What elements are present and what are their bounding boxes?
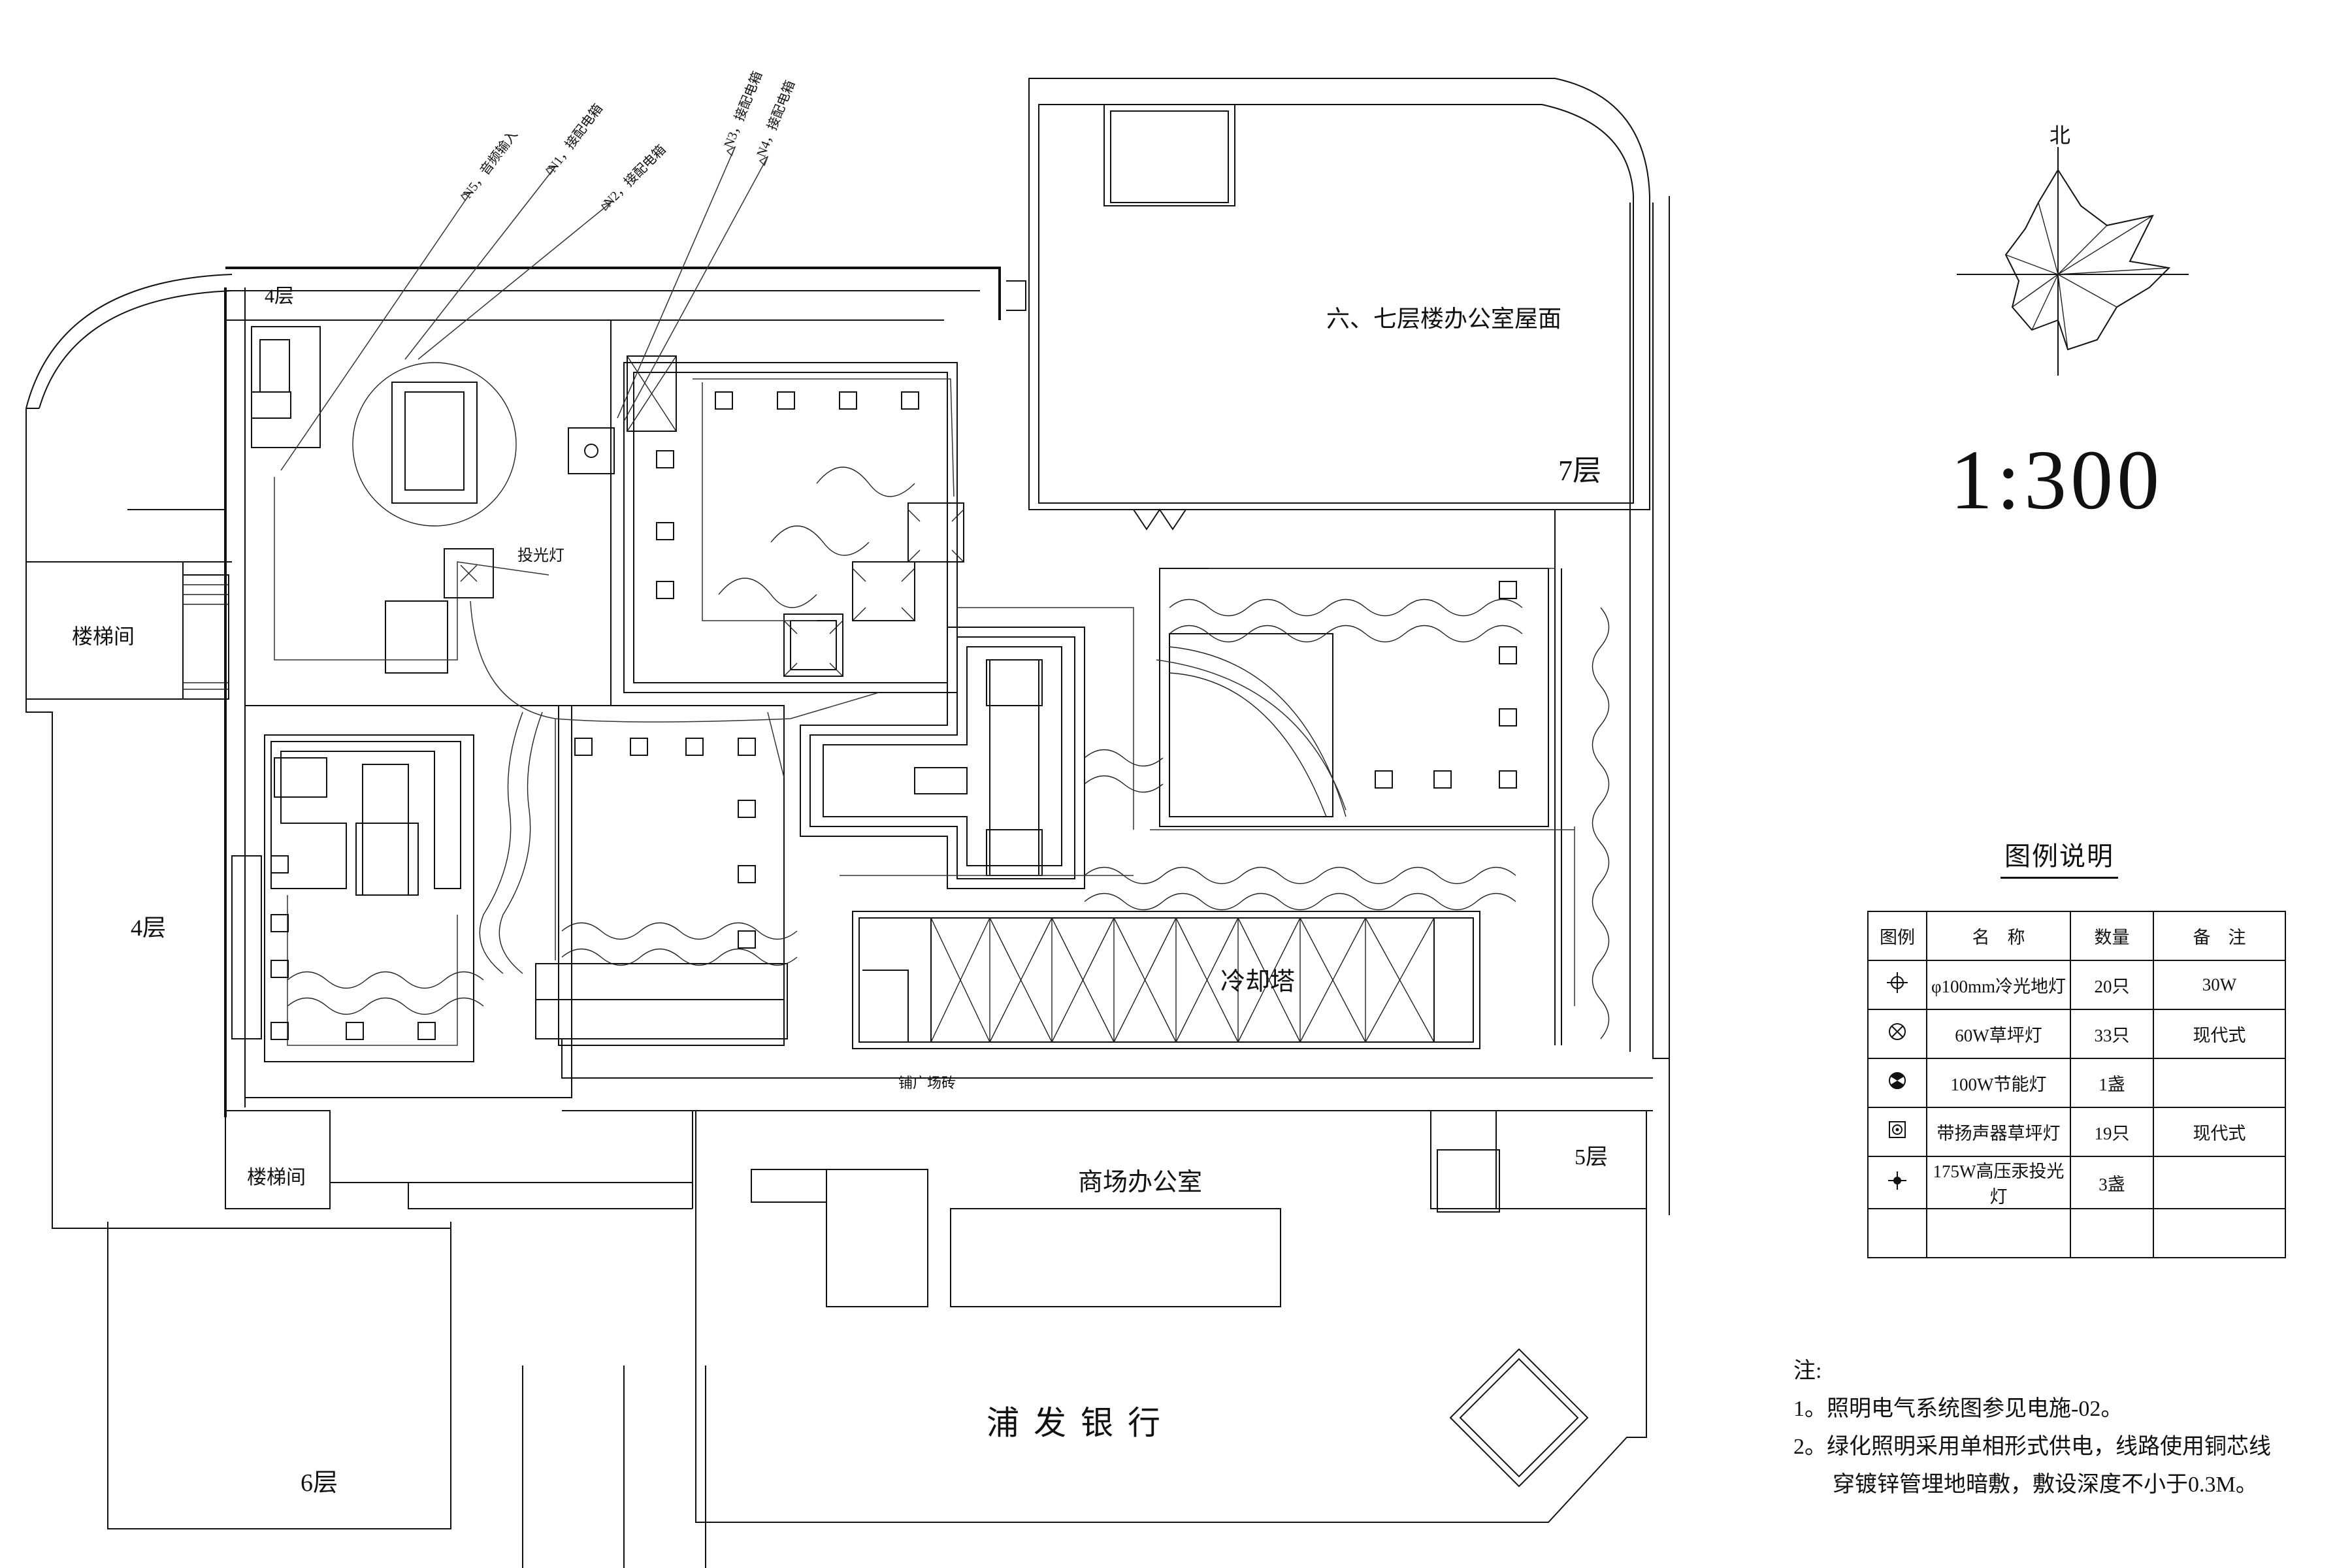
legend-empty-cell xyxy=(1926,1208,2071,1258)
legend-row-empty xyxy=(1867,1208,2286,1258)
stair-lower-label: 楼梯间 xyxy=(247,1167,306,1188)
plan-labels: 4层 4层 5层 6层 7层 楼梯间 楼梯间 六、七层楼办公室屋面 冷却塔 商场… xyxy=(72,69,1608,1497)
cooling-tower-cells xyxy=(930,917,1435,1043)
paving-label: 铺广场砖 xyxy=(898,1075,956,1091)
legend-qty: 20只 xyxy=(2070,960,2154,1010)
circuit-feeders xyxy=(274,146,1575,1046)
legend-qty: 1盏 xyxy=(2070,1058,2154,1108)
office-roof-block xyxy=(1006,78,1650,531)
legend-note: 现代式 xyxy=(2153,1107,2286,1157)
legend-note: 现代式 xyxy=(2153,1009,2286,1059)
circuit-n1-label: N1，接配电箱 xyxy=(545,101,606,175)
legend-name: φ100mm冷光地灯 xyxy=(1926,960,2071,1010)
compass-rose: 北 xyxy=(1957,123,2189,376)
bank-label: 浦发银行 xyxy=(987,1405,1175,1441)
floor-6-label: 6层 xyxy=(301,1469,338,1497)
legend-row: 175W高压汞投光灯 3盏 xyxy=(1867,1156,2286,1209)
office-roof-label: 六、七层楼办公室屋面 xyxy=(1326,306,1561,332)
legend-table: 图例 名 称 数量 备 注 φ100mm冷光地灯 20只 30W 60W草坪灯 … xyxy=(1867,911,2286,1258)
floor-5-label: 5层 xyxy=(1575,1145,1608,1169)
stair-upper-label: 楼梯间 xyxy=(72,625,135,648)
north-label: 北 xyxy=(2050,123,2070,147)
lawn-light-icon xyxy=(1867,1009,1927,1059)
mercury-floodlight-icon xyxy=(1867,1156,1927,1209)
cooling-tower-label: 冷却塔 xyxy=(1220,968,1295,996)
lower-buildings xyxy=(695,1110,1647,1523)
circuit-n2-label: N2，接配电箱 xyxy=(600,142,668,210)
mall-office-label: 商场办公室 xyxy=(1078,1169,1202,1196)
lawn-light-icon xyxy=(270,391,1517,1040)
floor-light-icon xyxy=(1867,960,1927,1010)
legend-header-qty: 数量 xyxy=(2070,911,2154,961)
speaker-lawn-light-icon xyxy=(1867,1107,1927,1157)
note-item: 2。绿化照明采用单相形式供电，线路使用铜芯线 xyxy=(1793,1435,2271,1459)
legend-qty: 33只 xyxy=(2070,1009,2154,1059)
legend-header-name: 名 称 xyxy=(1926,911,2071,961)
legend-qty: 3盏 xyxy=(2070,1156,2154,1209)
floodlight-symbol xyxy=(444,548,494,598)
legend-name: 60W草坪灯 xyxy=(1926,1009,2071,1059)
note-item: 1。照明电气系统图参见电施-02。 xyxy=(1793,1397,2123,1421)
floor-4-top-label: 4层 xyxy=(265,286,294,307)
floodlight-label: 投光灯 xyxy=(517,547,564,564)
stairs xyxy=(25,561,331,1209)
legend-header-symbol: 图例 xyxy=(1867,911,1927,961)
fixtures xyxy=(270,391,1517,1040)
legend-header-note: 备 注 xyxy=(2153,911,2286,961)
legend-row: 60W草坪灯 33只 现代式 xyxy=(1867,1009,2286,1059)
legend-name: 175W高压汞投光灯 xyxy=(1926,1156,2071,1209)
floor-7-label: 7层 xyxy=(1558,455,1601,487)
legend-row: 100W节能灯 1盏 xyxy=(1867,1058,2286,1108)
building-outline xyxy=(25,196,1670,1568)
legend-empty-cell xyxy=(2070,1208,2154,1258)
scale-label: 1:300 xyxy=(1950,433,2164,527)
legend-empty-cell xyxy=(1867,1208,1927,1258)
circuit-n4-label: N4，接配电箱 xyxy=(753,78,798,159)
energy-saving-light-icon xyxy=(568,427,615,474)
legend-note xyxy=(2153,1058,2286,1108)
legend-title: 图例说明 xyxy=(2001,835,2118,879)
garden-layout xyxy=(244,319,1610,1098)
notes-heading: 注: xyxy=(1793,1359,1822,1383)
legend-note: 30W xyxy=(2153,960,2286,1010)
note-item: 穿镀锌管埋地暗敷，敷设深度不小于0.3M。 xyxy=(1833,1473,2258,1497)
legend-qty: 19只 xyxy=(2070,1107,2154,1157)
legend-row: φ100mm冷光地灯 20只 30W xyxy=(1867,960,2286,1010)
legend-note xyxy=(2153,1156,2286,1209)
legend-name: 带扬声器草坪灯 xyxy=(1926,1107,2071,1157)
legend-name: 100W节能灯 xyxy=(1926,1058,2071,1108)
legend-header-row: 图例 名 称 数量 备 注 xyxy=(1867,911,2286,961)
floor-4-left-label: 4层 xyxy=(131,915,166,941)
notes: 注: 1。照明电气系统图参见电施-02。 2。绿化照明采用单相形式供电，线路使用… xyxy=(1793,1352,2271,1504)
circuit-n5-label: N5，音频输入 xyxy=(460,127,521,201)
legend-empty-cell xyxy=(2153,1208,2286,1258)
legend-row: 带扬声器草坪灯 19只 现代式 xyxy=(1867,1107,2286,1157)
circuit-n3-label: N3，接配电箱 xyxy=(721,69,765,150)
energy-saving-light-icon xyxy=(1867,1058,1927,1108)
